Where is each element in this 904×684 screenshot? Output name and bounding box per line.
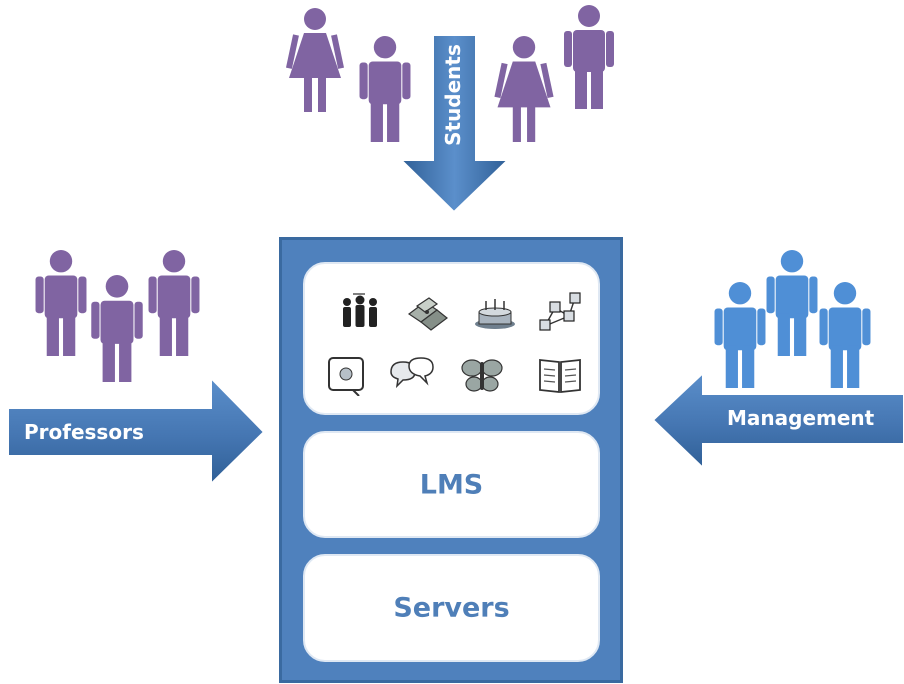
servers-label: Servers	[393, 592, 510, 624]
management-arrow	[651, 370, 904, 471]
lms-label: LMS	[419, 469, 484, 500]
students-person-icon	[494, 36, 554, 142]
butterfly-icon	[457, 352, 507, 396]
students-person-icon	[564, 5, 614, 109]
professors-arrow	[7, 375, 266, 487]
servers-panel: Servers	[303, 554, 600, 662]
management-person-icon	[714, 282, 766, 388]
management-person-icon	[819, 282, 871, 388]
tools-panel	[303, 262, 600, 415]
puzzle-pieces-icon	[403, 290, 453, 334]
chat-bubbles-icon	[387, 352, 437, 396]
professors-person-icon	[148, 250, 200, 356]
management-person-icon	[766, 250, 818, 356]
framed-photo-icon	[323, 352, 373, 397]
students-person-icon	[285, 8, 345, 112]
open-book-icon	[535, 352, 585, 396]
students-arrow	[398, 34, 511, 214]
professors-person-icon	[91, 275, 143, 382]
professors-person-icon	[35, 250, 87, 356]
people-group-icon	[335, 290, 385, 334]
management-label: Management	[727, 406, 875, 430]
professors-label: Professors	[24, 420, 144, 444]
birthday-cake-icon	[470, 290, 520, 334]
lms-panel: LMS	[303, 431, 600, 538]
lms-system-box: LMS Servers	[279, 237, 623, 683]
students-label: Students	[441, 44, 465, 146]
students-person-icon	[359, 36, 411, 142]
network-nodes-icon	[535, 290, 585, 334]
